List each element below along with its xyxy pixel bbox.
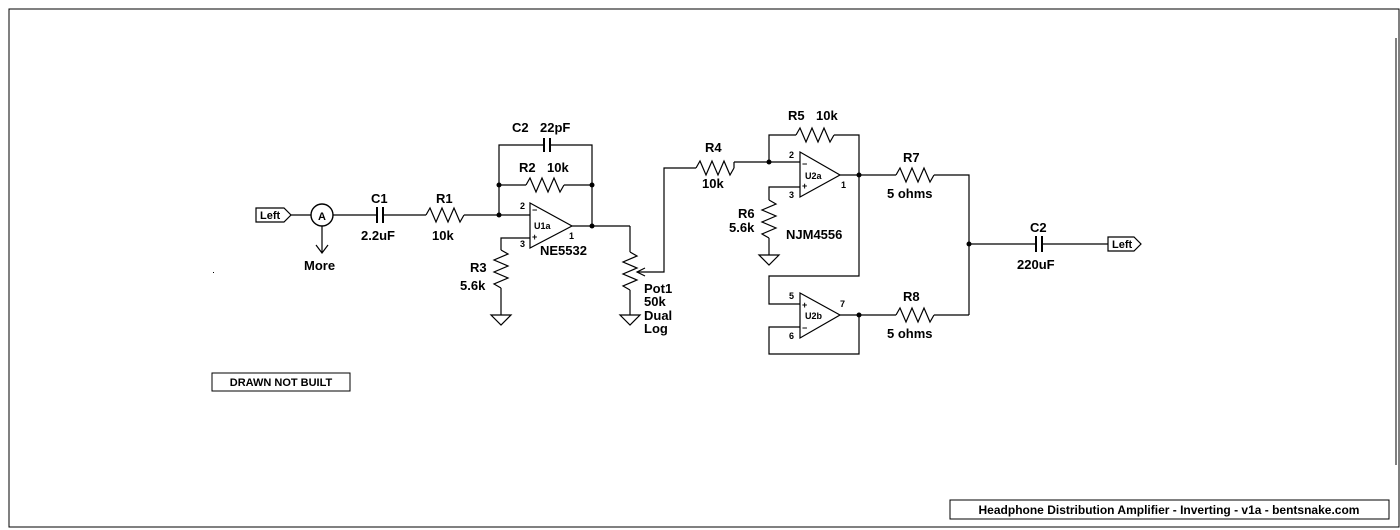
u2a-pin-out: 1 (841, 180, 846, 190)
u2b-pin-out: 7 (840, 299, 845, 309)
u2b-pin-inv: 6 (789, 331, 794, 341)
r1-name: R1 (436, 191, 453, 206)
wiper-wire (637, 167, 696, 273)
r1-value: 10k (432, 228, 454, 243)
u2b-pin-noninv: 5 (789, 291, 794, 301)
u2a-pin-inv: 2 (789, 150, 794, 160)
u1a-pin-out: 1 (569, 231, 574, 241)
r7-value: 5 ohms (887, 186, 933, 201)
c1-value: 2.2uF (361, 228, 395, 243)
resistor-r3 (492, 249, 510, 289)
opamp-u2a (799, 150, 842, 199)
r6-value: 5.6k (729, 220, 755, 235)
resistor-r5 (795, 126, 835, 144)
ammeter-probe: A (310, 203, 334, 254)
wire (768, 315, 860, 355)
opamp-u1a (529, 201, 574, 249)
ground-symbol (757, 254, 781, 266)
input-port-left: Left (255, 207, 292, 223)
svg-text:+: + (532, 232, 537, 242)
resistor-r7 (895, 166, 935, 184)
note-text: DRAWN NOT BUILT (230, 377, 333, 389)
r5-value: 10k (816, 108, 838, 123)
r7-name: R7 (903, 150, 920, 165)
ground-symbol (618, 314, 642, 326)
u2b-name: U2b (805, 311, 823, 321)
wiper-arrow (635, 267, 646, 277)
resistor-r2 (525, 176, 565, 194)
capacitor-c2-feedback (543, 138, 551, 152)
u1a-pin-inv: 2 (520, 201, 525, 211)
c1-name: C1 (371, 191, 388, 206)
ammeter-symbol: A (318, 211, 326, 223)
wire (768, 175, 860, 305)
r3-name: R3 (470, 260, 487, 275)
wire (550, 144, 593, 226)
junction-dot (496, 182, 502, 188)
u1a-pin-noninv: 3 (520, 239, 525, 249)
capacitor-c1 (376, 207, 384, 223)
r6-name: R6 (738, 206, 755, 221)
u2a-name: U2a (805, 171, 823, 181)
resistor-r4 (695, 159, 735, 177)
resistor-r8 (895, 306, 935, 324)
pot1-type: Dual (644, 308, 672, 323)
u2a-pin-noninv: 3 (789, 190, 794, 200)
wire (768, 186, 800, 200)
u2a-part: NJM4556 (786, 227, 842, 242)
svg-text:−: − (802, 323, 807, 333)
capacitor-c2-output (1035, 236, 1043, 252)
svg-text:−: − (802, 159, 807, 169)
r5-name: R5 (788, 108, 805, 123)
r3-value: 5.6k (460, 278, 486, 293)
junction-dot (966, 241, 972, 247)
r4-value: 10k (702, 176, 724, 191)
resistor-r6 (760, 199, 778, 239)
opamp-u2b (799, 291, 842, 340)
r8-name: R8 (903, 289, 920, 304)
pot1-name: Pot1 (644, 281, 672, 296)
c2b-name: C2 (1030, 220, 1047, 235)
u1a-name: U1a (534, 221, 552, 231)
input-port-label: Left (260, 210, 281, 222)
c2b-value: 220uF (1017, 257, 1055, 272)
wire (768, 134, 796, 162)
wire (500, 237, 530, 250)
c2a-name: C2 (512, 120, 529, 135)
pot1-value: 50k (644, 294, 666, 309)
r2-name: R2 (519, 160, 536, 175)
svg-text:+: + (802, 300, 807, 310)
u1a-part: NE5532 (540, 243, 587, 258)
sheet-border (8, 8, 1400, 528)
junction-dot (589, 223, 595, 229)
c2a-value: 22pF (540, 120, 570, 135)
title-text: Headphone Distribution Amplifier - Inver… (979, 503, 1360, 517)
wire (498, 144, 544, 215)
note-box: DRAWN NOT BUILT (211, 372, 351, 392)
r8-value: 5 ohms (887, 326, 933, 341)
pot1-taper: Log (644, 321, 668, 336)
output-port-left: Left (1107, 236, 1142, 252)
svg-text:−: − (532, 205, 537, 215)
more-label: More (304, 258, 335, 273)
title-block: Headphone Distribution Amplifier - Inver… (949, 499, 1390, 520)
potentiometer-pot1 (621, 251, 639, 291)
stray-pixel (213, 272, 214, 273)
svg-text:+: + (802, 181, 807, 191)
r4-name: R4 (705, 140, 722, 155)
output-port-label: Left (1112, 239, 1133, 251)
ground-symbol (489, 314, 513, 326)
junction-dot (589, 182, 595, 188)
wire (834, 134, 860, 175)
wire (934, 174, 970, 315)
r2-value: 10k (547, 160, 569, 175)
resistor-r1 (425, 206, 465, 224)
